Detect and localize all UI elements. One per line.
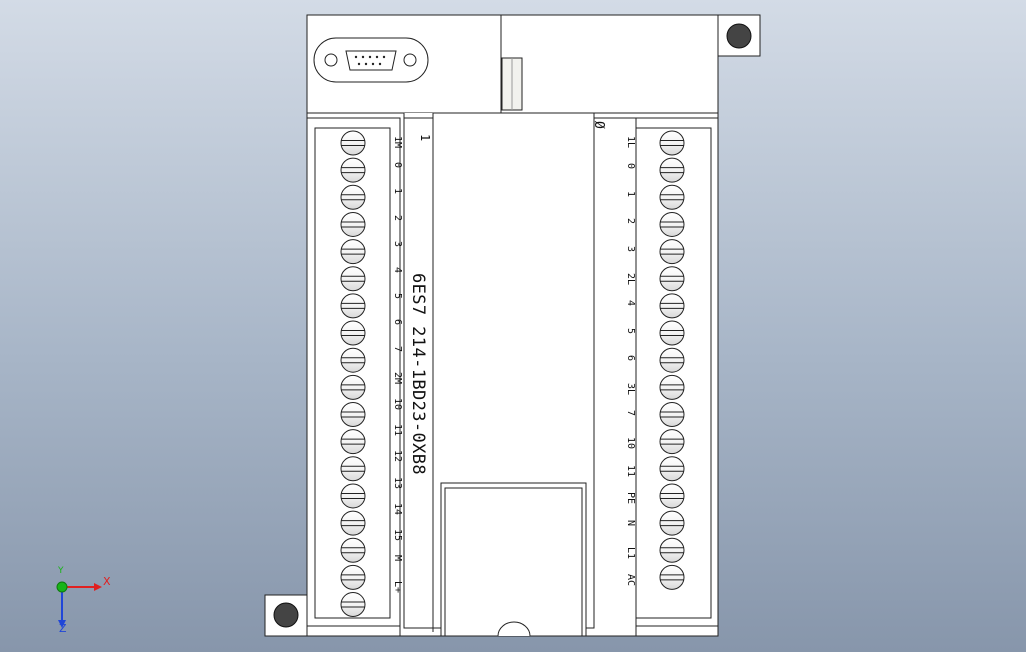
right-terminal-label: 3 (625, 245, 636, 252)
comm-port-icon (313, 37, 429, 83)
right-screw-terminals (659, 130, 685, 590)
right-terminal-label: 5 (625, 327, 636, 334)
left-terminal-label: 13 (392, 476, 403, 489)
right-terminal-label: 0 (625, 163, 636, 170)
right-terminal-screw-7 (659, 320, 685, 346)
top-right-panel (500, 14, 719, 114)
left-terminal-label: 6 (392, 319, 403, 326)
right-terminal-screw-15 (659, 537, 685, 563)
y-axis-label: Y (58, 566, 64, 576)
left-terminal-screw-6 (340, 293, 366, 319)
cover-mark-1: 1 (418, 134, 432, 142)
left-terminal-screw-3 (340, 211, 366, 237)
ground-symbol-icon: Ø (591, 121, 606, 129)
left-terminal-screw-5 (340, 266, 366, 292)
left-terminal-label: 7 (392, 345, 403, 352)
right-terminal-screw-2 (659, 184, 685, 210)
left-terminal-label: 15 (392, 529, 403, 542)
right-terminal-label: L1 (625, 547, 636, 560)
plc-module[interactable] (264, 14, 761, 637)
left-terminal-screw-17 (340, 592, 366, 618)
left-terminal-screw-9 (340, 374, 366, 400)
left-terminal-screw-16 (340, 564, 366, 590)
left-terminal-label: 5 (392, 293, 403, 300)
left-terminal-label: 1 (392, 188, 403, 195)
z-axis-label: Z (59, 622, 67, 635)
axis-triad: X Y Z (50, 566, 120, 635)
right-terminal-label: 2L (625, 273, 636, 286)
x-axis-label: X (103, 575, 111, 588)
left-terminal-screw-15 (340, 537, 366, 563)
right-terminal-screw-6 (659, 293, 685, 319)
right-terminal-screw-9 (659, 374, 685, 400)
mount-ear-top-right (717, 14, 761, 57)
mount-hole-bottom-left (273, 602, 299, 628)
left-terminal-screw-13 (340, 483, 366, 509)
right-terminal-label: 1L (625, 136, 636, 149)
right-terminal-screw-10 (659, 402, 685, 427)
right-terminal-label: N (625, 519, 636, 526)
left-terminal-label: 4 (392, 267, 403, 274)
right-terminal-label: 4 (625, 300, 636, 307)
left-terminal-label: 2 (392, 214, 403, 221)
right-terminal-screw-16 (659, 564, 685, 590)
right-terminal-label: 11 (625, 464, 636, 477)
right-terminal-screw-14 (659, 510, 685, 536)
right-terminal-label: 1 (625, 190, 636, 197)
left-terminal-screw-12 (340, 456, 366, 482)
left-terminal-label: 1M (392, 136, 403, 149)
right-terminal-label: 6 (625, 355, 636, 362)
right-terminal-screw-12 (659, 456, 685, 482)
left-terminal-screw-4 (340, 239, 366, 265)
y-axis-icon (56, 581, 68, 593)
right-terminal-label: 2 (625, 218, 636, 225)
left-screw-terminals (340, 130, 366, 618)
right-terminal-label: 7 (625, 410, 636, 417)
right-terminal-screw-8 (659, 347, 685, 373)
right-terminal-screw-13 (659, 483, 685, 509)
left-terminal-screw-7 (340, 320, 366, 346)
left-terminal-label: 2M (392, 371, 403, 384)
left-terminal-label: 11 (392, 424, 403, 437)
left-terminal-screw-11 (340, 429, 366, 455)
left-terminal-label: M (392, 555, 403, 562)
left-terminal-screw-1 (340, 157, 366, 183)
left-terminal-screw-14 (340, 510, 366, 536)
left-terminal-label: 14 (392, 502, 403, 515)
right-terminal-label: AC (625, 574, 636, 587)
mount-hole-top-right (726, 23, 752, 49)
left-terminal-screw-10 (340, 402, 366, 427)
left-terminal-screw-8 (340, 347, 366, 373)
right-terminal-screw-3 (659, 211, 685, 237)
left-terminal-label: 10 (392, 398, 403, 411)
right-terminal-screw-5 (659, 266, 685, 292)
left-terminal-label: 12 (392, 450, 403, 463)
left-terminal-screw-2 (340, 184, 366, 210)
right-terminal-label: PE (625, 492, 636, 505)
left-terminal-label: 3 (392, 240, 403, 247)
right-terminal-screw-11 (659, 429, 685, 455)
right-terminal-label: 3L (625, 382, 636, 395)
left-terminal-screw-0 (340, 130, 366, 156)
model-number: 6ES7 214-1BD23-0XB8 (408, 273, 428, 476)
right-terminal-screw-4 (659, 239, 685, 265)
right-terminal-screw-0 (659, 130, 685, 156)
left-terminal-label: L+ (392, 581, 403, 594)
left-terminal-label: 0 (392, 162, 403, 169)
right-terminal-label: 10 (625, 437, 636, 450)
right-terminal-screw-1 (659, 157, 685, 183)
